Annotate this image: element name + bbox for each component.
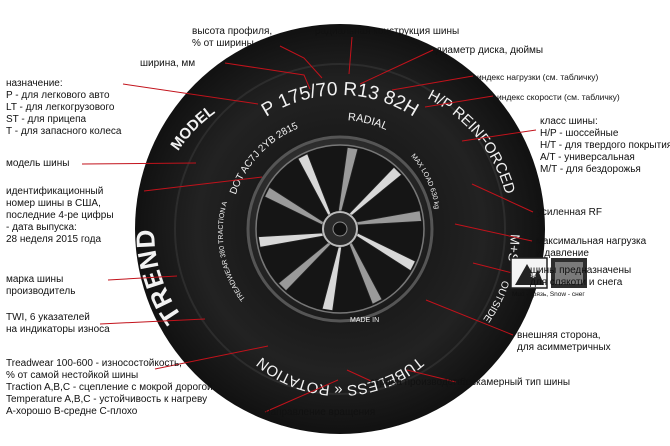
- label-tire-class: класс шины: H/P - шоссейные H/T - для тв…: [540, 116, 670, 175]
- rim-center-cap: [332, 221, 348, 237]
- label-model: модель шины: [6, 158, 70, 169]
- label-dot-id: идентификационный номер шины в США, посл…: [6, 186, 114, 245]
- label-twi: TWI, 6 указателей на индикаторы износа: [6, 312, 110, 335]
- tire-madein-marking: MADE IN: [350, 317, 379, 324]
- tire-ms-marking: M+S: [505, 234, 523, 263]
- rim-spokes: [257, 146, 423, 312]
- label-purpose: назначение: P - для легкового авто LT - …: [6, 78, 122, 137]
- label-max-load: максимальная нагрузка и давление: [536, 236, 647, 259]
- label-mud-snow: шины предназначены для слякоти и снега: [530, 265, 632, 288]
- label-reinforced: усиленная RF: [537, 207, 602, 218]
- label-tubeless: бескамерный тип шины: [460, 377, 571, 388]
- svg-text:❄: ❄: [530, 271, 537, 280]
- label-radial-construction: радиальная конструкция шины: [315, 26, 460, 37]
- label-brand: марка шины производитель: [6, 274, 76, 297]
- label-speed-index: индекс скорости (см. табличку): [497, 92, 620, 102]
- label-rim-diameter: диаметр диска, дюймы: [436, 45, 544, 56]
- label-load-index: индекс нагрузки (см. табличку): [477, 72, 599, 82]
- label-treadwear: Treadwear 100-600 - износостойкость, % о…: [6, 358, 213, 417]
- label-country: страна производства: [370, 377, 468, 388]
- mud-snow-symbol: ❄: [510, 257, 587, 289]
- label-mud-snow-note: Mud - грязь, Snow - снег: [512, 291, 585, 298]
- label-outside: внешняя сторона, для асимметричных: [517, 330, 611, 353]
- label-rotation-direction: направление вращения: [265, 407, 376, 418]
- label-profile-height: высота профиля, % от ширины: [192, 26, 273, 49]
- tire-sidewall-ring: [174, 63, 506, 395]
- label-width: ширина, мм: [140, 58, 196, 69]
